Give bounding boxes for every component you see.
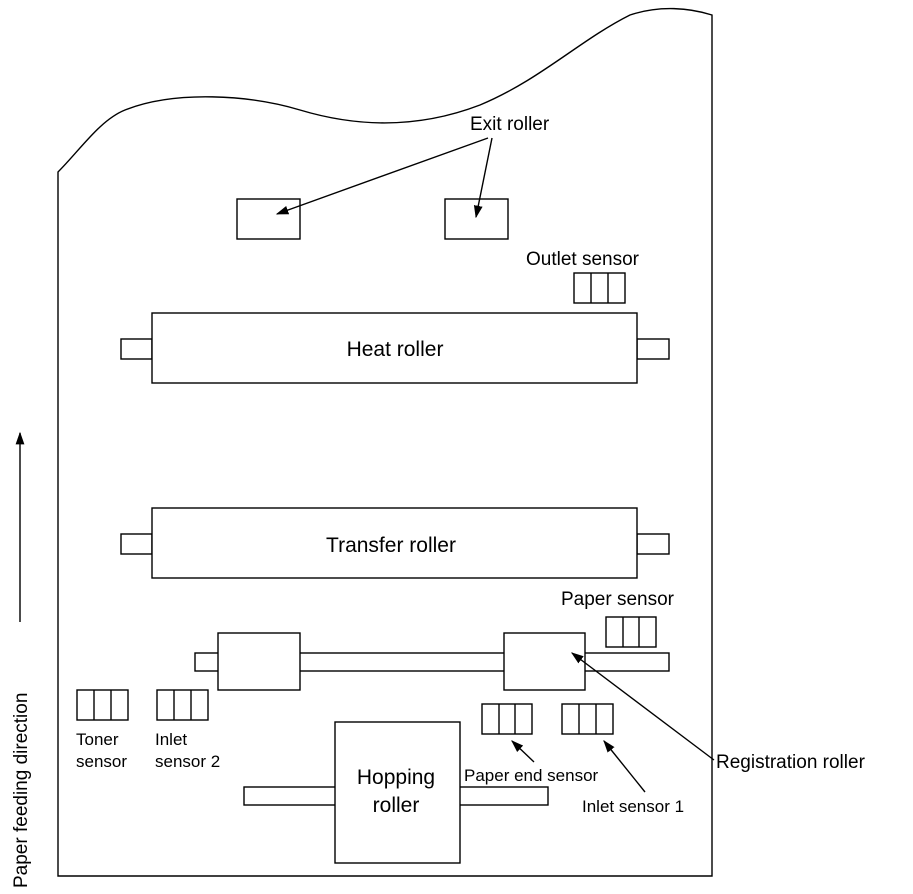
transfer-roller-label: Transfer roller (326, 534, 456, 557)
toner-sensor-label-1: Toner (76, 730, 119, 749)
exit-roller-left (236, 198, 301, 240)
inlet-sensor-1-arrow (603, 740, 646, 793)
paper-sensor-label: Paper sensor (561, 589, 675, 610)
hopping-roller-label-1: Hopping (357, 766, 435, 789)
paper-end-sensor-arrow (511, 740, 535, 763)
paper-sensor (605, 616, 657, 648)
inlet-sensor-2-label-2: sensor 2 (155, 752, 220, 771)
paper-end-sensor (481, 703, 533, 735)
exit-roller-label: Exit roller (470, 114, 550, 135)
heat-roller (120, 312, 670, 384)
inlet-sensor-2 (156, 689, 209, 721)
hopping-roller (243, 721, 549, 864)
paper-feeding-direction-label: Paper feeding direction (11, 693, 32, 888)
toner-sensor-label-2: sensor (76, 752, 127, 771)
registration-roller-arrow (570, 652, 715, 761)
frame-outline (57, 7, 713, 877)
hopping-roller-label-2: roller (373, 794, 420, 817)
exit-roller-arrow-left (275, 137, 489, 215)
exit-roller-arrow-right (473, 137, 493, 219)
inlet-sensor-1 (561, 703, 614, 735)
heat-roller-label: Heat roller (347, 338, 444, 361)
exit-roller-right (444, 198, 509, 240)
paper-end-sensor-label: Paper end sensor (464, 766, 599, 785)
registration-roller-label: Registration roller (716, 752, 866, 773)
inlet-sensor-2-label-1: Inlet (155, 730, 187, 749)
transfer-roller (120, 507, 670, 579)
outlet-sensor (573, 272, 626, 304)
inlet-sensor-1-label: Inlet sensor 1 (582, 797, 684, 816)
outlet-sensor-label: Outlet sensor (526, 249, 640, 270)
registration-roller (194, 632, 670, 691)
toner-sensor (76, 689, 129, 721)
